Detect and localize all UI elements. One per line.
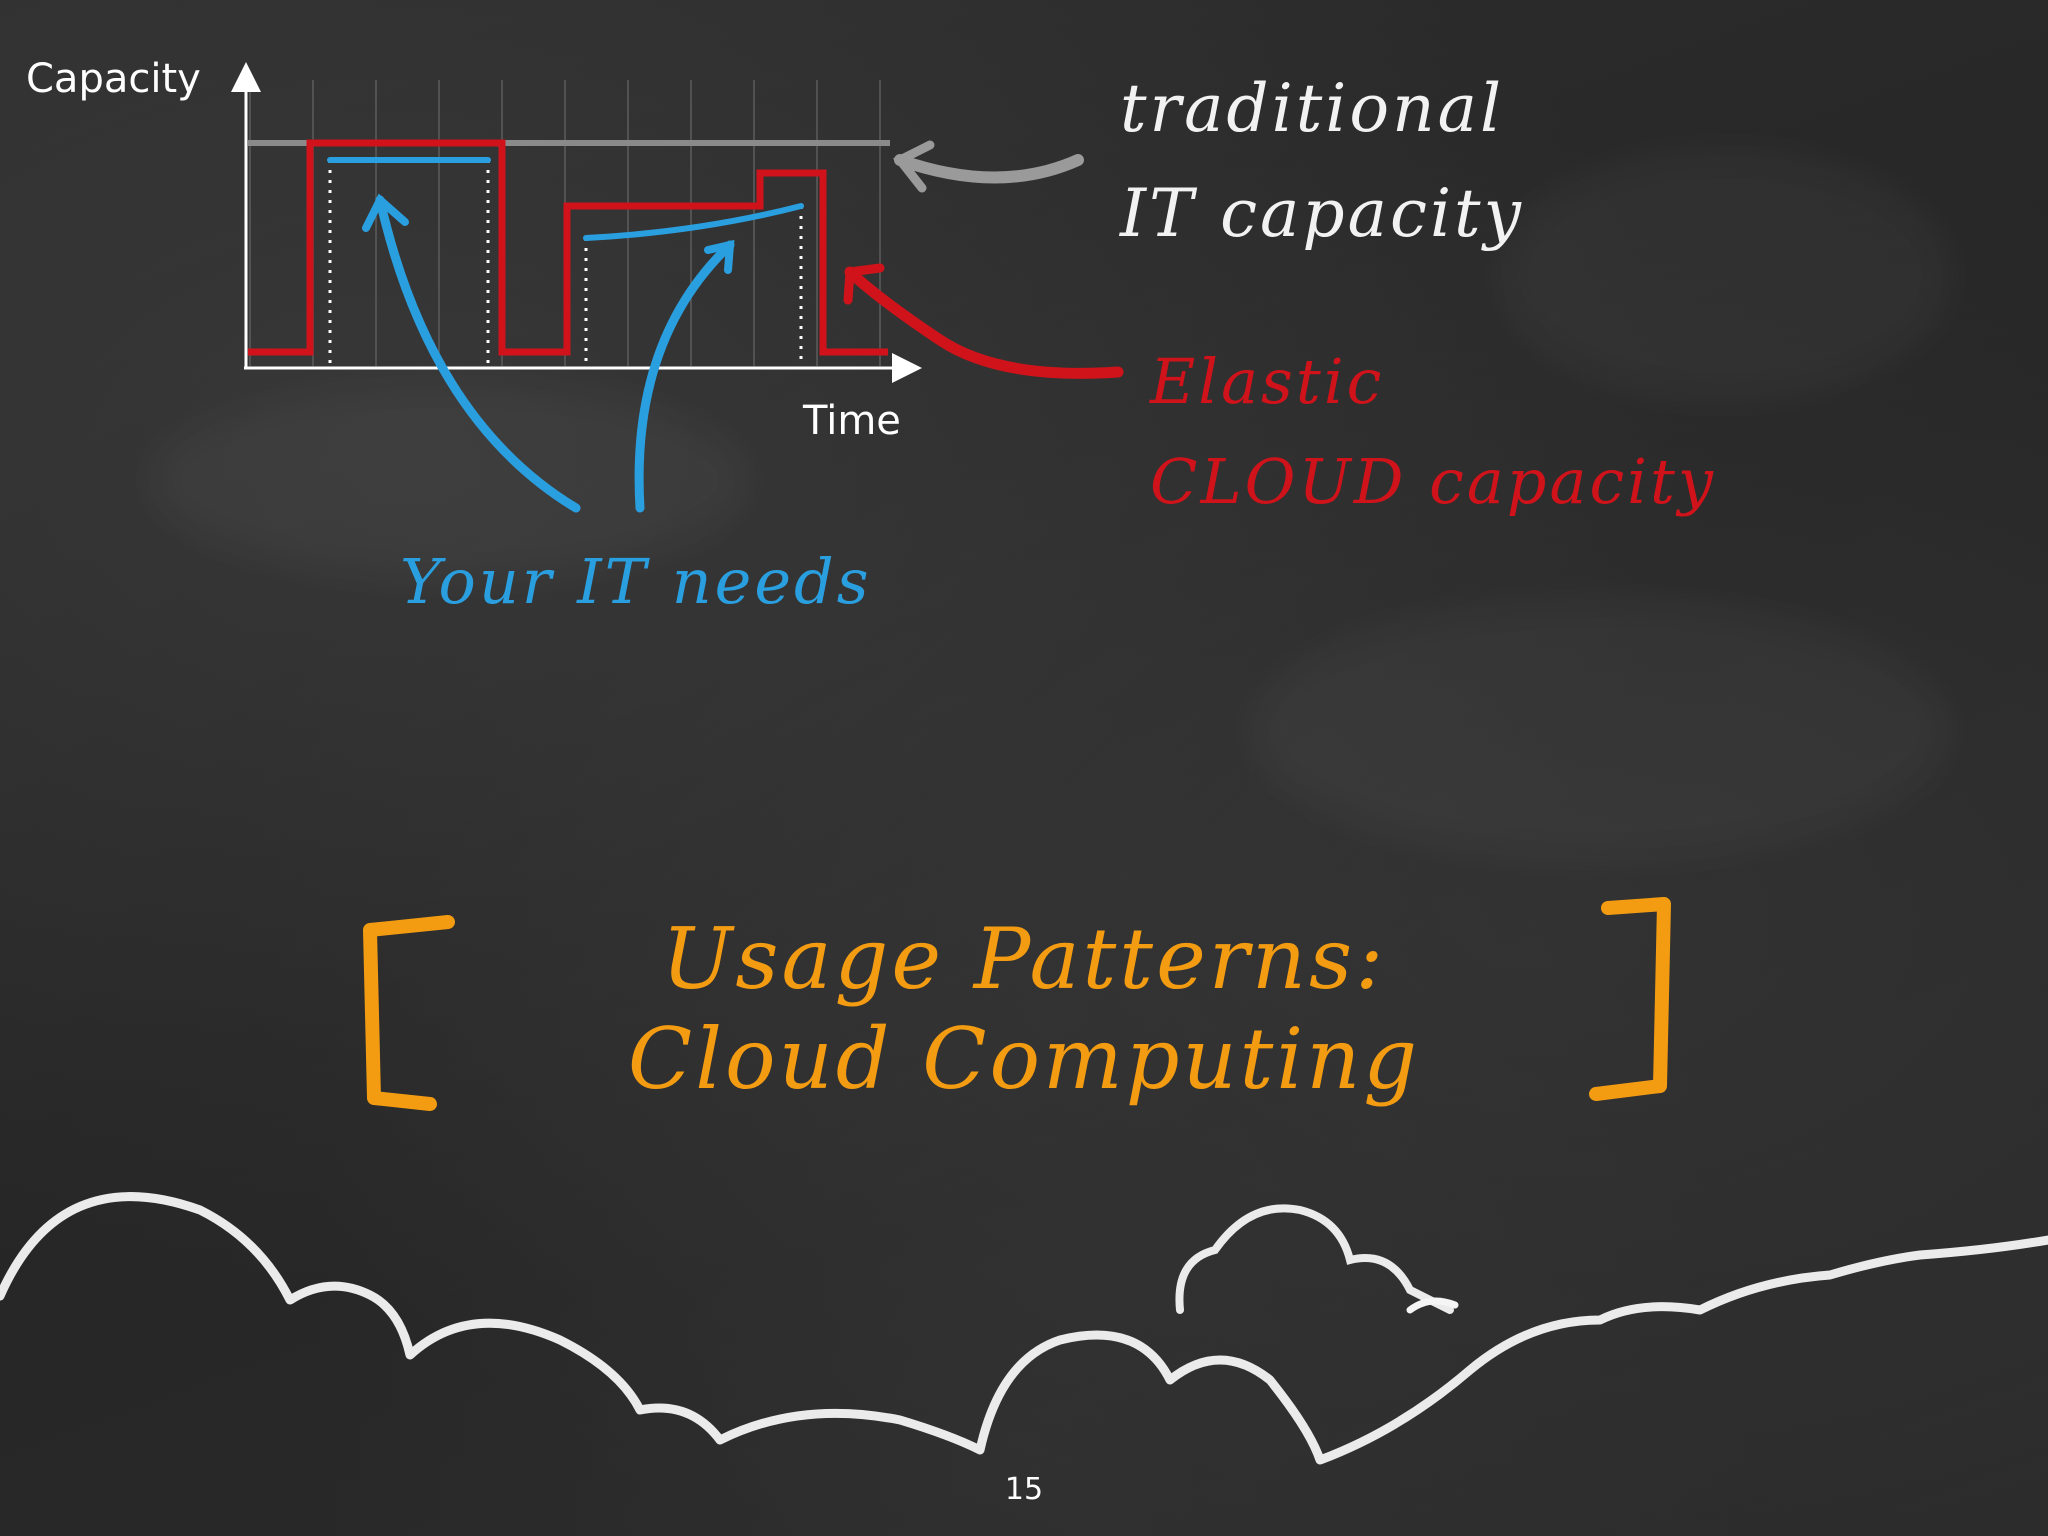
traditional-label-line2: IT capacity (1120, 175, 1524, 252)
elastic-label-line1: Elastic (1150, 345, 1385, 418)
it-needs-label: Your IT needs (400, 545, 872, 618)
it-needs-lines (327, 157, 804, 241)
elastic-arrow (843, 263, 1124, 379)
x-axis-label: Time (803, 398, 901, 444)
demand-guides (328, 160, 803, 366)
title-brackets (363, 897, 1671, 1111)
elastic-label-line2: CLOUD capacity (1150, 445, 1716, 518)
traditional-arrow (893, 140, 1084, 193)
title-line2: Cloud Computing (627, 1010, 1421, 1108)
traditional-label-line1: traditional (1120, 70, 1505, 147)
needs-arrows (362, 193, 735, 513)
y-axis-label: Capacity (26, 56, 201, 102)
elastic-capacity-line (248, 139, 888, 356)
page-number: 15 (1004, 1472, 1044, 1507)
title-line1: Usage Patterns: (661, 910, 1387, 1008)
